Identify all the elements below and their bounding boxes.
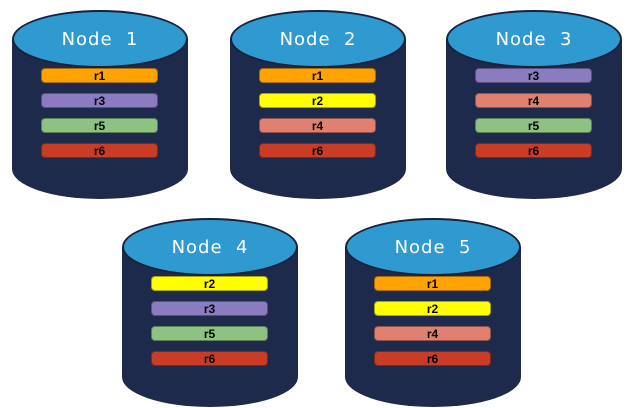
range-bar: r6 (259, 143, 376, 158)
range-bar: r4 (475, 93, 592, 108)
node-label: Node 5 (394, 236, 472, 258)
range-bar: r4 (374, 326, 491, 341)
node-label: Node 4 (171, 236, 249, 258)
range-bar: r5 (41, 118, 158, 133)
node-label: Node 3 (495, 28, 573, 50)
range-bar: r3 (151, 301, 268, 316)
range-bar: r3 (41, 93, 158, 108)
range-bar: r4 (259, 118, 376, 133)
range-list: r2 r3 r5 r6 (151, 276, 268, 366)
cylinder-top: Node 4 (122, 218, 298, 276)
range-list: r1 r2 r4 r6 (259, 68, 376, 158)
database-node: Node 5 r1 r2 r4 r6 (345, 218, 521, 408)
range-bar: r2 (374, 301, 491, 316)
range-bar: r2 (259, 93, 376, 108)
range-bar: r1 (374, 276, 491, 291)
range-list: r1 r2 r4 r6 (374, 276, 491, 366)
cylinder-top: Node 1 (12, 10, 188, 68)
cylinder-top: Node 5 (345, 218, 521, 276)
range-bar: r1 (259, 68, 376, 83)
range-list: r1 r3 r5 r6 (41, 68, 158, 158)
range-bar: r6 (41, 143, 158, 158)
database-node: Node 4 r2 r3 r5 r6 (122, 218, 298, 408)
cylinder-top: Node 2 (230, 10, 406, 68)
range-bar: r5 (151, 326, 268, 341)
range-bar: r5 (475, 118, 592, 133)
node-label: Node 1 (61, 28, 139, 50)
range-bar: r6 (475, 143, 592, 158)
range-bar: r6 (151, 351, 268, 366)
range-bar: r6 (374, 351, 491, 366)
range-bar: r1 (41, 68, 158, 83)
node-label: Node 2 (279, 28, 357, 50)
range-bar: r3 (475, 68, 592, 83)
range-bar: r2 (151, 276, 268, 291)
database-node: Node 2 r1 r2 r4 r6 (230, 10, 406, 200)
database-node: Node 3 r3 r4 r5 r6 (446, 10, 622, 200)
range-list: r3 r4 r5 r6 (475, 68, 592, 158)
database-node: Node 1 r1 r3 r5 r6 (12, 10, 188, 200)
cylinder-top: Node 3 (446, 10, 622, 68)
